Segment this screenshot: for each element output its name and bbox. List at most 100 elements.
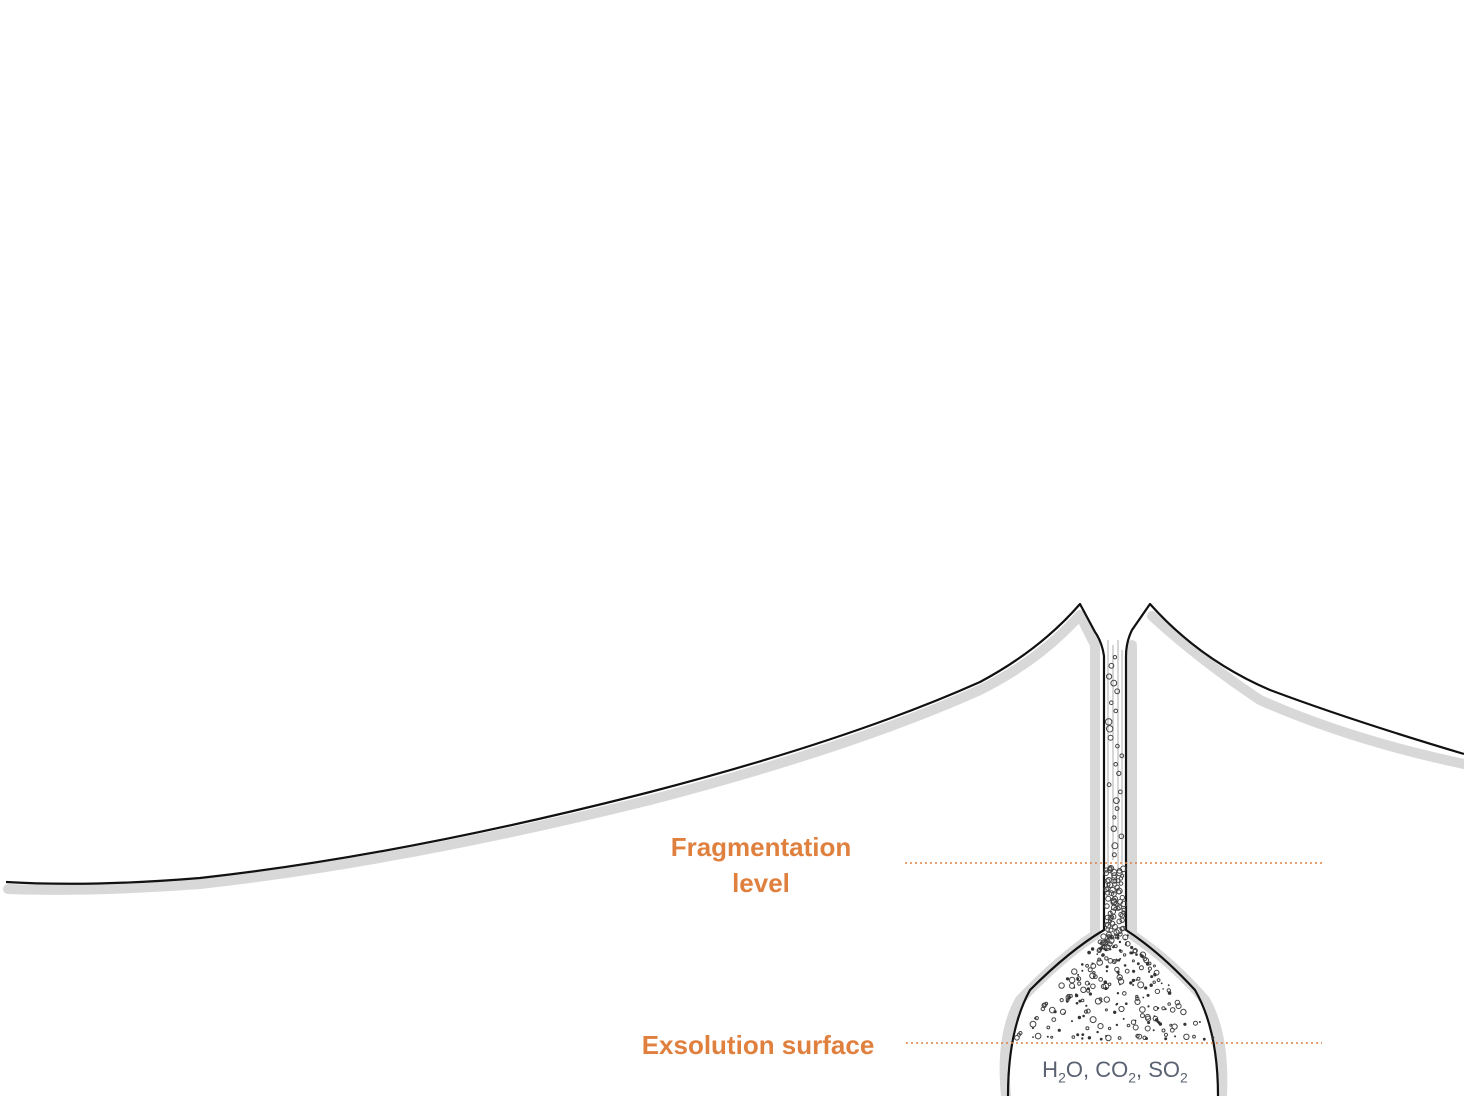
particle [1160, 982, 1163, 985]
particle [1100, 1000, 1103, 1003]
particle [1074, 993, 1079, 998]
bubble [1109, 934, 1115, 940]
bubble [1014, 1035, 1020, 1041]
particle [1145, 962, 1150, 966]
particle [1078, 999, 1082, 1003]
particle [1057, 1028, 1061, 1032]
particle [1114, 936, 1117, 939]
bubble [1192, 1034, 1196, 1039]
bubble [1136, 1033, 1143, 1040]
particle [1142, 996, 1145, 999]
bubble [1161, 1006, 1166, 1011]
bubble [1107, 734, 1114, 741]
bubble [1107, 1026, 1112, 1031]
particle [1135, 953, 1138, 956]
particle [1125, 941, 1127, 944]
bubble [1111, 842, 1119, 850]
bubble [1111, 923, 1118, 930]
particle [1118, 940, 1122, 944]
bubble [1085, 1026, 1090, 1031]
bubble [1119, 753, 1125, 759]
particle [1152, 1029, 1155, 1032]
bubble [1118, 833, 1125, 840]
bubble [1077, 981, 1082, 986]
bubble [1118, 881, 1124, 886]
bubble [1140, 1013, 1145, 1019]
bubble [1139, 1006, 1146, 1013]
particle [1150, 975, 1154, 979]
particle [1077, 973, 1080, 976]
bubble [1152, 964, 1156, 968]
gas-so-sub: 2 [1180, 1069, 1188, 1086]
particle [1031, 1027, 1034, 1030]
bubble [1152, 980, 1156, 984]
particle [1073, 986, 1076, 989]
bubble [1112, 895, 1118, 902]
particle [1090, 947, 1095, 951]
particle [1032, 1036, 1034, 1038]
particle [1129, 981, 1133, 985]
bubble [1161, 1028, 1166, 1033]
bubble [1059, 1008, 1067, 1016]
particle [1081, 969, 1084, 972]
bubble [1103, 939, 1108, 943]
particle [1147, 1005, 1150, 1008]
particle [1065, 1000, 1069, 1003]
bubble [1117, 1036, 1122, 1040]
bubble [1110, 825, 1118, 832]
particle [1063, 1012, 1066, 1014]
bubble [1105, 718, 1113, 726]
particle [1096, 953, 1099, 955]
bubble [1105, 1034, 1112, 1042]
particle [1099, 1037, 1103, 1041]
particle [1129, 951, 1133, 955]
particles [1031, 934, 1206, 1041]
particle [1101, 953, 1105, 957]
particle [1088, 992, 1092, 996]
bubble [1106, 934, 1110, 938]
bubble [1071, 1035, 1076, 1039]
bubble [1174, 999, 1181, 1006]
particle [1103, 980, 1108, 984]
bubble [1163, 1032, 1169, 1037]
bubble [1071, 968, 1078, 975]
bubble [1193, 1020, 1198, 1026]
particle [1162, 988, 1164, 990]
particle [1071, 1020, 1073, 1023]
bubble [1137, 981, 1145, 989]
bubble [1018, 1031, 1023, 1036]
bubble [1108, 927, 1114, 933]
bubble [1118, 1005, 1125, 1013]
particle [1034, 1017, 1037, 1020]
particle [1154, 1018, 1159, 1022]
bubble [1050, 1035, 1054, 1039]
bubble [1068, 976, 1076, 984]
bubble [1183, 1033, 1190, 1041]
bubble [1109, 914, 1115, 920]
bubble [1111, 852, 1117, 858]
bubble [1114, 806, 1120, 811]
bubble [1130, 1019, 1137, 1025]
bubble [1135, 994, 1139, 999]
particle [1088, 982, 1091, 985]
particle [1148, 970, 1151, 973]
particle [1110, 936, 1113, 939]
particle [1124, 943, 1127, 946]
particle [1135, 979, 1138, 981]
bubble [1080, 998, 1085, 1003]
bubble [1116, 918, 1123, 925]
particle [1107, 937, 1109, 940]
bubble [1099, 941, 1103, 945]
bubble [1154, 988, 1161, 995]
bubble [1029, 1020, 1037, 1028]
bubble [1138, 965, 1144, 971]
particle [1076, 977, 1080, 981]
particle [1157, 1007, 1160, 1010]
particle [1167, 991, 1172, 995]
bubble [1104, 956, 1109, 961]
bubble [1111, 872, 1118, 879]
bubble [1135, 996, 1140, 1001]
particle [1125, 1002, 1128, 1005]
bubble [1113, 959, 1117, 963]
particle [1093, 976, 1095, 978]
